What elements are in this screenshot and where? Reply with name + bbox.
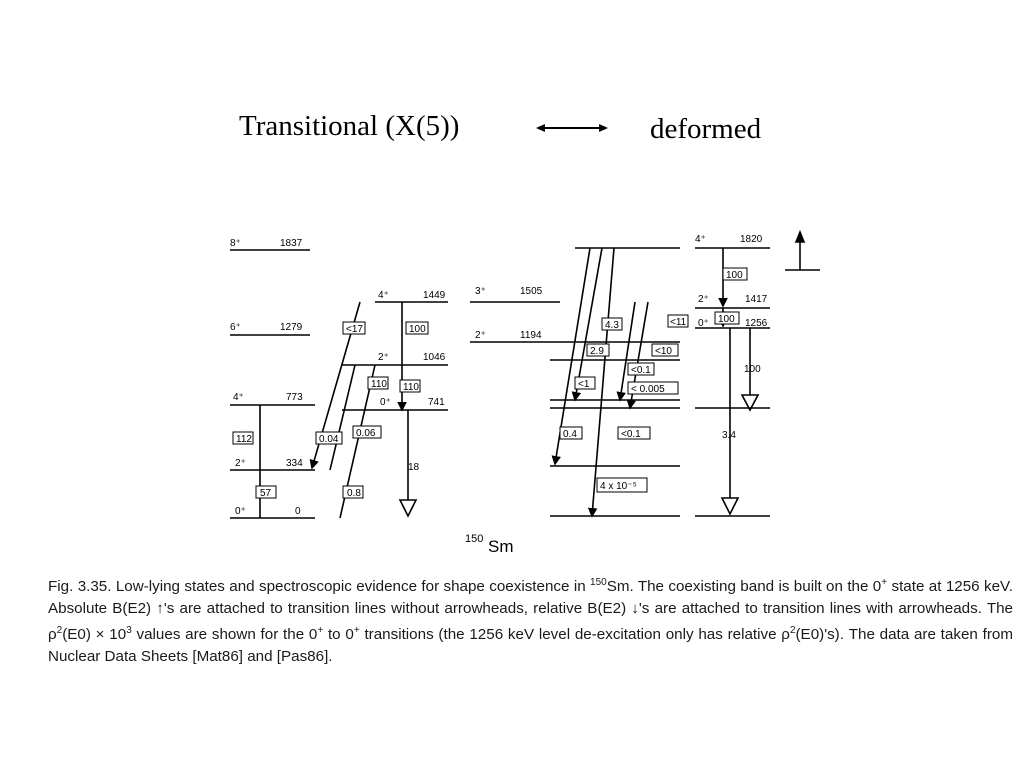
double-arrow-icon — [536, 124, 608, 132]
transition-value: <0.1 — [631, 365, 651, 376]
figure-caption: Fig. 3.35. Low-lying states and spectros… — [48, 577, 1013, 666]
nucleus-symbol: Sm — [488, 537, 514, 556]
transition-value: 100 — [718, 314, 735, 325]
level-spin: 2⁺ — [698, 294, 709, 305]
transition-value: 4.3 — [605, 320, 619, 331]
level-spin: 0⁺ — [698, 318, 709, 329]
level-energy: 1279 — [280, 322, 303, 333]
level-energy: 1046 — [423, 352, 446, 363]
level-scheme-figure: 8⁺ 1837 6⁺ 1279 4⁺ 773 2⁺ 334 0⁺ 0 4⁺ 14… — [230, 229, 820, 556]
level-spin: 4⁺ — [695, 234, 706, 245]
transition-value: 112 — [236, 434, 252, 445]
transition-value: 100 — [409, 324, 426, 335]
level-spin: 0⁺ — [235, 506, 246, 517]
transition-value: 110 — [403, 382, 419, 393]
level-energy: 773 — [286, 392, 303, 403]
transition-value: <11 — [670, 317, 687, 328]
transition-value: 57 — [260, 488, 272, 499]
level-energy: 1449 — [423, 290, 446, 301]
deformed-title: deformed — [650, 113, 762, 145]
transition-value: <0.1 — [621, 429, 641, 440]
transition-value: 0.4 — [563, 429, 577, 440]
transition-value: <17 — [346, 324, 363, 335]
level-spin: 8⁺ — [230, 238, 241, 249]
level-spin: 2⁺ — [235, 458, 246, 469]
transition-value: < 0.005 — [631, 384, 665, 395]
transition-value: 0.06 — [356, 428, 376, 439]
transition-value: 100 — [744, 364, 761, 375]
transition-value: 0.8 — [347, 488, 361, 499]
level-spin: 4⁺ — [378, 290, 389, 301]
transition-value: <1 — [578, 379, 590, 390]
level-energy: 1194 — [520, 330, 542, 341]
level-spin: 3⁺ — [475, 286, 486, 297]
level-spin: 2⁺ — [475, 330, 486, 341]
transition-value: 0.04 — [319, 434, 339, 445]
level-spin: 2⁺ — [378, 352, 389, 363]
transition-value: 3.4 — [722, 430, 736, 441]
level-energy: 1256 — [745, 318, 768, 329]
level-spin: 0⁺ — [380, 397, 391, 408]
level-energy: 1837 — [280, 238, 303, 249]
transition-value: 18 — [408, 462, 420, 473]
transition-value: 110 — [371, 379, 387, 390]
level-energy: 1820 — [740, 234, 763, 245]
nucleus-mass: 150 — [465, 533, 483, 545]
level-spin: 4⁺ — [233, 392, 244, 403]
level-spin: 6⁺ — [230, 322, 241, 333]
level-energy: 1505 — [520, 286, 543, 297]
level-energy: 0 — [295, 506, 301, 517]
transitional-title: Transitional (X(5)) — [239, 110, 460, 142]
level-energy: 741 — [428, 397, 445, 408]
level-energy: 1417 — [745, 294, 768, 305]
transition-value: 100 — [726, 270, 743, 281]
transition-value: 4 x 10⁻⁵ — [600, 481, 637, 492]
level-energy: 334 — [286, 458, 303, 469]
transition-value: <10 — [655, 346, 672, 357]
transition-value: 2.9 — [590, 346, 604, 357]
